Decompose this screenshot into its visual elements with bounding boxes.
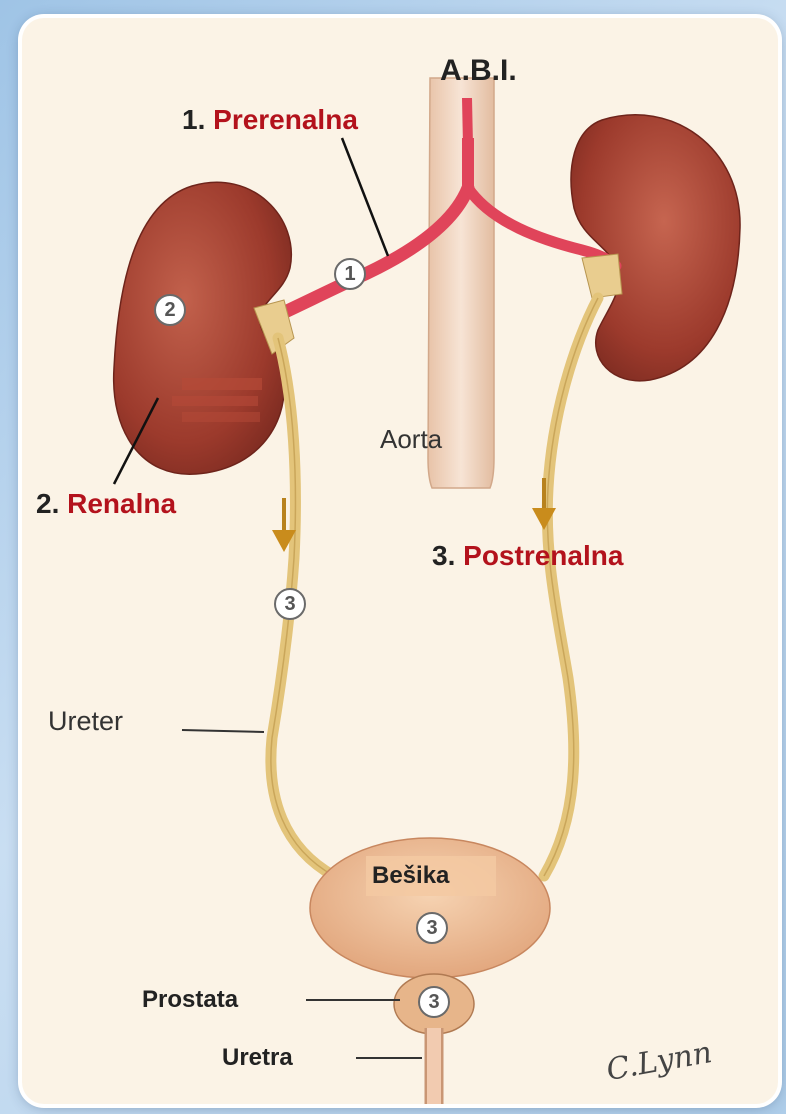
ureter-label: Ureter — [48, 708, 123, 735]
kidney-section-mark — [182, 412, 260, 422]
urethra-fill — [427, 1028, 441, 1104]
prerenal-text: Prerenalna — [213, 104, 358, 135]
right-hilum — [582, 254, 622, 298]
postrenal-label: 3. Postrenalna — [432, 542, 623, 570]
postrenal-number: 3. — [432, 540, 455, 571]
uretra-label: Uretra — [222, 1046, 293, 1070]
prostata-label: Prostata — [142, 988, 238, 1012]
postrenal-text: Postrenalna — [463, 540, 623, 571]
leader-prerenal — [342, 138, 388, 256]
kidney-section-mark — [182, 378, 262, 390]
kidney-section-mark — [172, 396, 258, 406]
anatomy-illustration — [22, 18, 778, 1104]
badge-1: 1 — [334, 258, 366, 290]
renal-text: Renalna — [67, 488, 176, 519]
besika-label: Bešika — [372, 864, 449, 888]
badge-3-ureter: 3 — [274, 588, 306, 620]
prerenal-label: 1. Prerenalna — [182, 106, 358, 134]
renal-label: 2. Renalna — [36, 490, 176, 518]
aorta-label: Aorta — [380, 426, 442, 452]
right-kidney — [571, 115, 740, 381]
leader-ureter — [182, 730, 264, 732]
diagram-title: A.B.I. — [440, 56, 517, 86]
badge-2: 2 — [154, 294, 186, 326]
renal-number: 2. — [36, 488, 59, 519]
diagram-frame: A.B.I. 1. Prerenalna 2. Renalna 3. Postr… — [22, 18, 778, 1104]
badge-3-prostate: 3 — [418, 986, 450, 1018]
badge-3-bladder: 3 — [416, 912, 448, 944]
prerenal-number: 1. — [182, 104, 205, 135]
right-ureter-outline — [544, 298, 598, 876]
